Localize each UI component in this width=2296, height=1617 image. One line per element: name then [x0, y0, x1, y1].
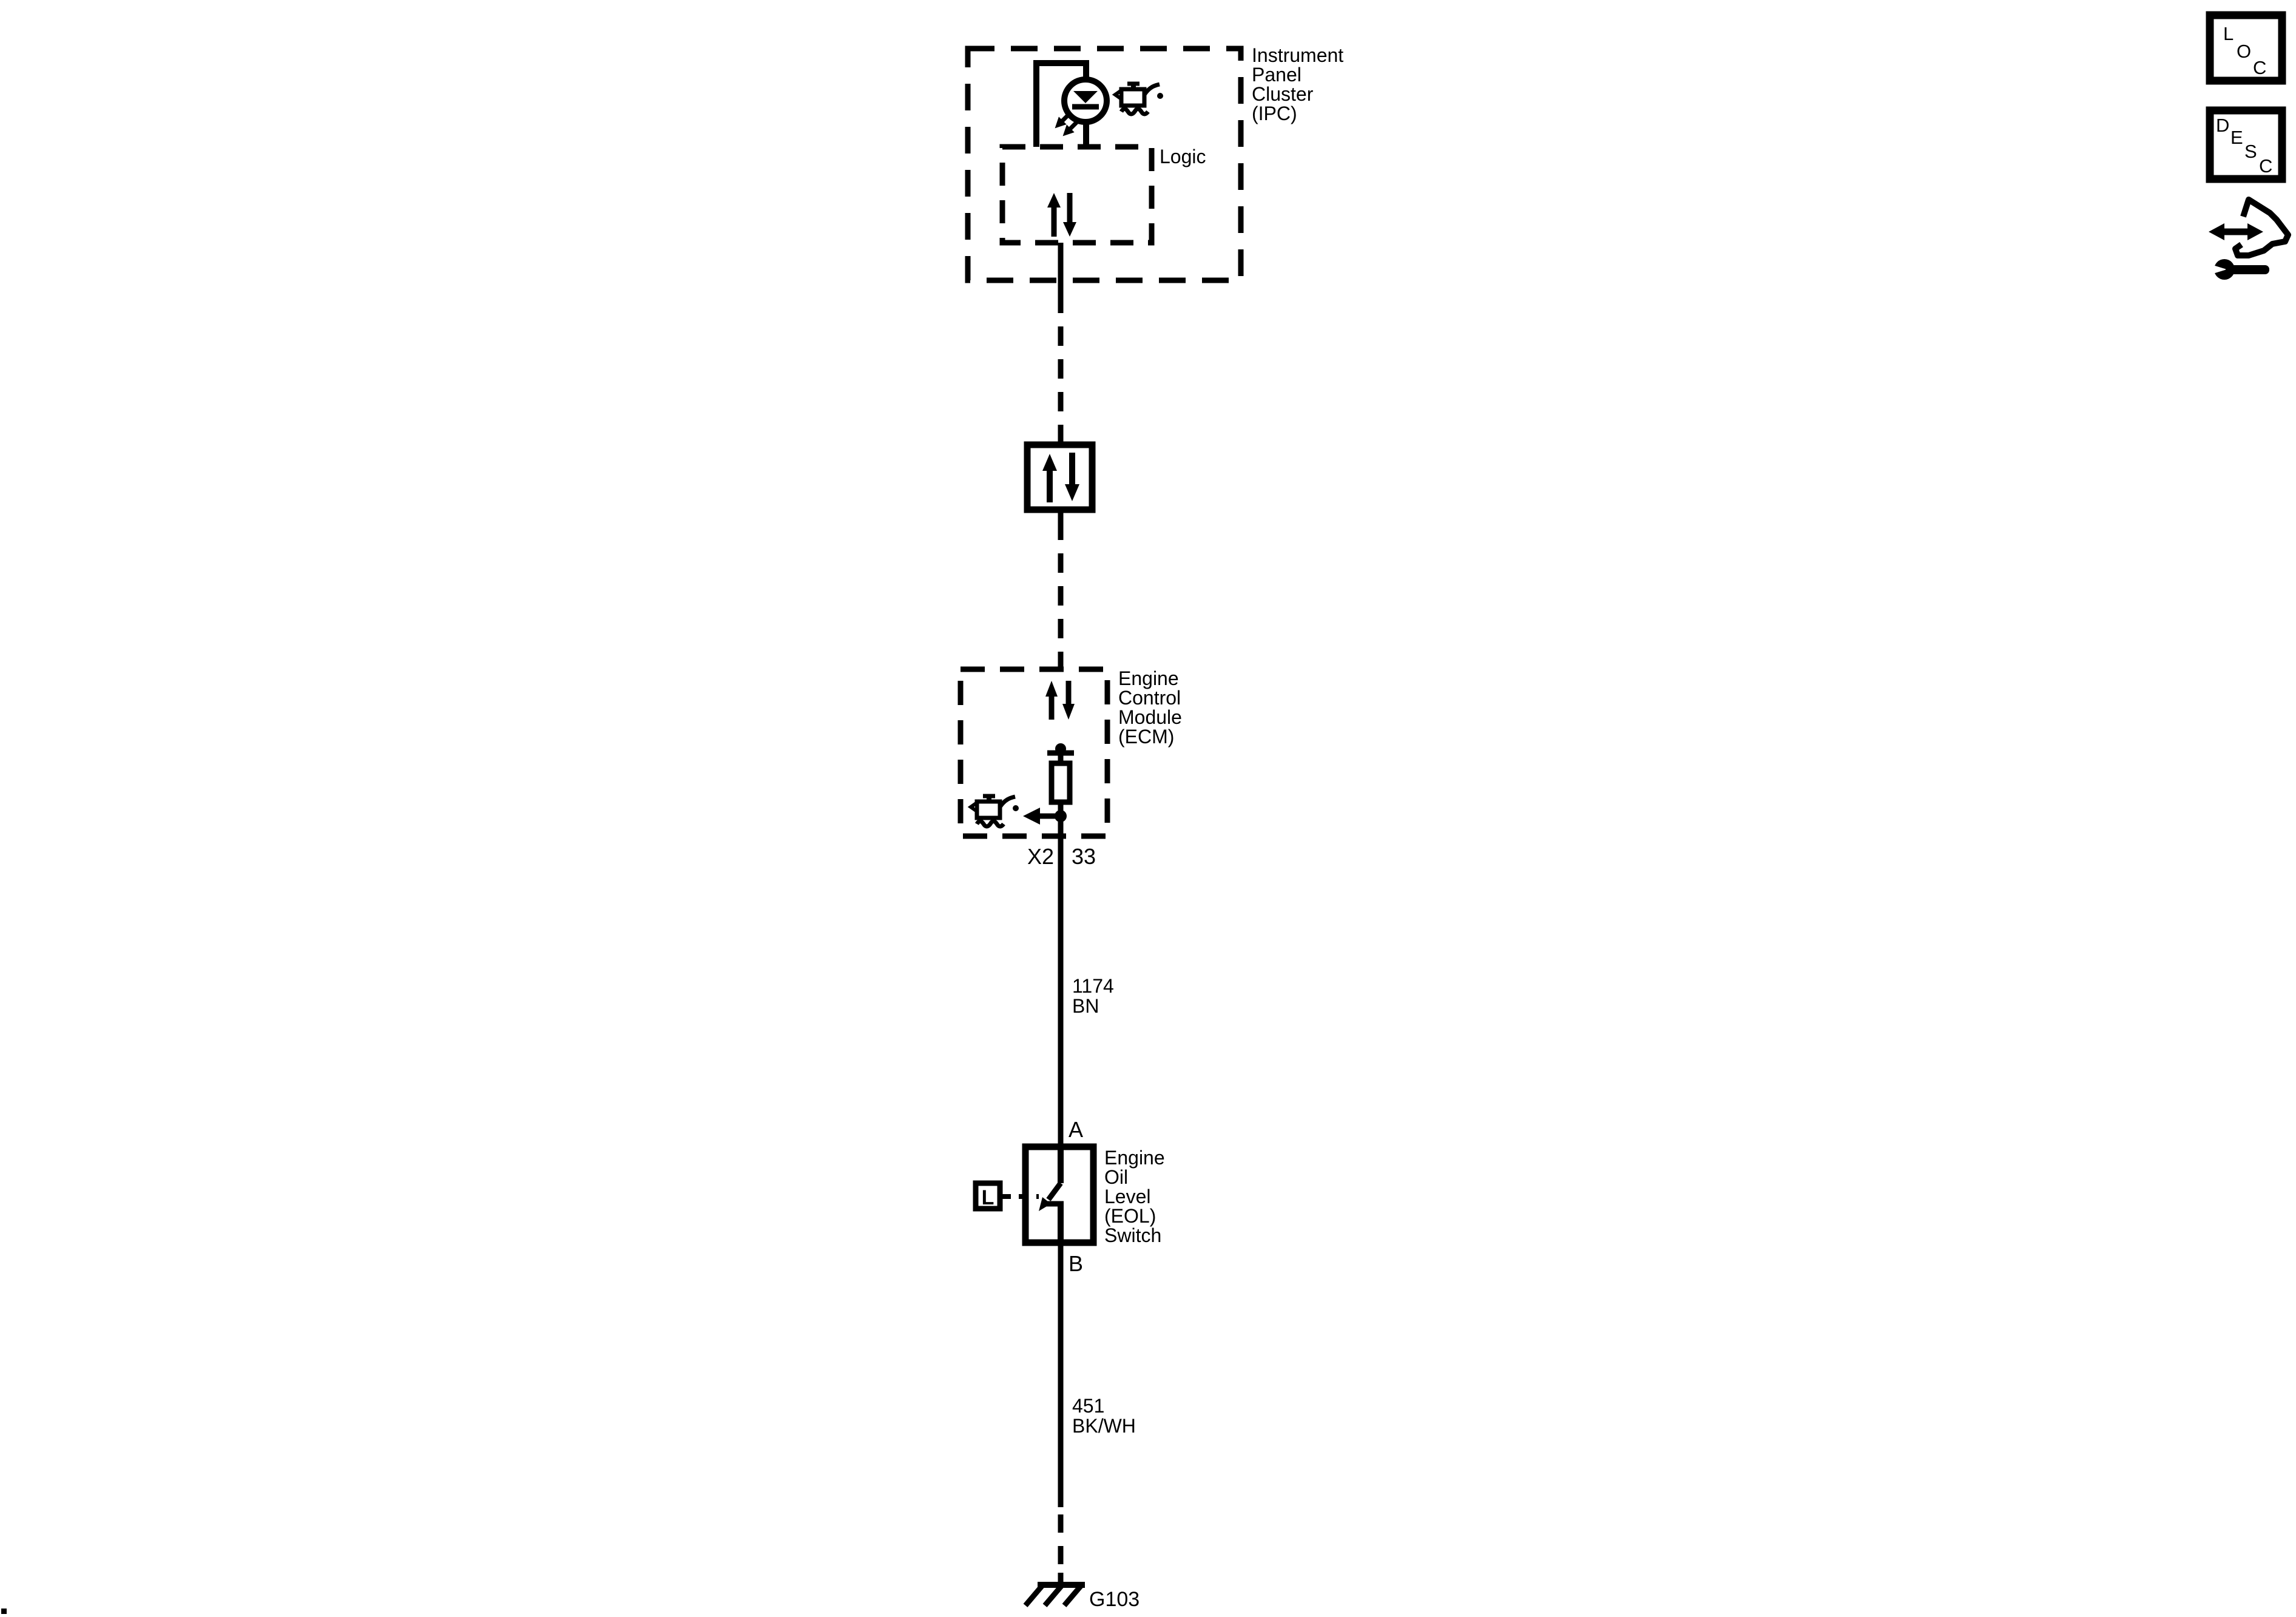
wire-color-label: BK/WH [1072, 1415, 1136, 1437]
wire-1174-bn: 1174 BN [1058, 802, 1114, 1147]
logic-label: Logic [1160, 146, 1206, 167]
ipc-label-line: Panel [1252, 64, 1302, 86]
ecm-label: Engine Control Module (ECM) [1118, 667, 1182, 748]
page-mark-dot [1, 1609, 7, 1614]
loc-letter: O [2237, 41, 2251, 62]
desc-letter: D [2216, 115, 2229, 136]
inline-connector [1024, 441, 1096, 513]
ecm-label-line: Control [1118, 687, 1181, 709]
desc-button-box[interactable] [2206, 106, 2286, 183]
wire-451-bkwh: 451 BK/WH [1058, 1243, 1136, 1576]
light-ray-arrow [1062, 119, 1080, 137]
ipc-label-line: (IPC) [1252, 103, 1297, 124]
ipc-dashed-box [965, 46, 1244, 283]
circuit-number-label: 451 [1072, 1395, 1104, 1417]
connector-box [1024, 441, 1096, 513]
logic-dashed-box [999, 144, 1155, 246]
ecm-pin-label: 33 [1072, 844, 1096, 869]
serial-data-link [1024, 243, 1096, 669]
wire-color-label: BN [1072, 995, 1099, 1017]
up-down-arrows-icon [1045, 681, 1075, 720]
ecm-label-line: Module [1118, 706, 1182, 728]
eol-label-line: Level [1104, 1186, 1151, 1207]
resistor [1048, 760, 1073, 805]
desc-letter: C [2259, 155, 2272, 177]
desc-button[interactable]: D E S C [2206, 106, 2286, 183]
level-sensor-box [973, 1180, 1003, 1212]
level-sensor-letter: L [982, 1186, 994, 1209]
ground-g103: G103 [1023, 1573, 1140, 1611]
ground-label: G103 [1089, 1588, 1140, 1611]
wrench-parts-icon [2209, 197, 2291, 280]
oil-can-icon [1112, 81, 1163, 116]
up-down-arrows-icon [1042, 453, 1079, 502]
loc-letter: L [2223, 23, 2234, 44]
loc-button-box[interactable] [2206, 11, 2286, 85]
ipc-label: Instrument Panel Cluster (IPC) [1252, 44, 1343, 124]
switch-arm [1046, 1181, 1063, 1201]
ecm-label-line: (ECM) [1118, 726, 1174, 748]
loc-button[interactable]: L O C [2206, 11, 2286, 85]
circuit-number-label: 1174 [1072, 975, 1114, 997]
diode-triangle [1073, 91, 1098, 103]
chassis-ground-icon [1023, 1582, 1085, 1607]
terminal-b-label: B [1069, 1251, 1083, 1276]
oil-indicator-lamp-icon [1033, 60, 1110, 147]
terminal-a-label: A [1069, 1117, 1083, 1142]
ipc-label-line: Cluster [1252, 83, 1314, 105]
eol-label-line: Oil [1104, 1166, 1128, 1188]
desc-letter: E [2230, 127, 2243, 148]
left-arrowhead [1023, 808, 1040, 825]
eol-label: Engine Oil Level (EOL) Switch [1104, 1147, 1165, 1246]
eol-switch: A L Engine Oil Level (EOL) Switch B [973, 1117, 1165, 1276]
oil-can-icon [967, 794, 1019, 829]
part-outline [2232, 197, 2291, 258]
ecm-label-line: Engine [1118, 667, 1179, 689]
ecm-module: Engine Control Module (ECM) X2 33 [957, 666, 1182, 869]
pullup-resistor-circuit [1023, 743, 1074, 825]
parts-wrench-button[interactable] [2209, 197, 2291, 280]
ipc-label-line: Instrument [1252, 44, 1343, 66]
eol-label-line: Switch [1104, 1224, 1161, 1246]
up-down-arrows-icon [1047, 193, 1076, 237]
eol-label-line: Engine [1104, 1147, 1165, 1169]
desc-letter: S [2244, 141, 2257, 162]
ecm-connector-label: X2 [1027, 844, 1054, 869]
loc-letter: C [2253, 57, 2266, 78]
eol-label-line: (EOL) [1104, 1205, 1156, 1227]
ipc-module: Logic Instrument Panel Cluster (IPC) [965, 44, 1343, 283]
light-ray-arrow [1055, 111, 1072, 129]
